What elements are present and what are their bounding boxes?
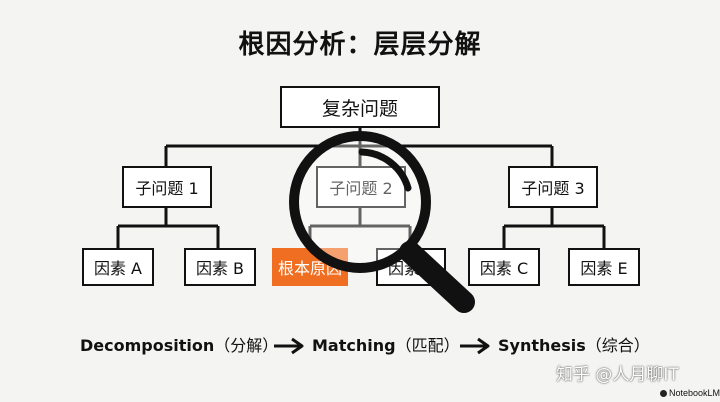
flow-step-synthesis: Synthesis（综合） [498, 334, 650, 358]
notebooklm-label: NotebookLM [669, 388, 720, 398]
flow-step1-cn: （分解） [214, 336, 279, 355]
right-arrow-icon [274, 337, 304, 355]
notebooklm-logo-icon [660, 390, 667, 397]
node-leaf-b: 因素 B [184, 248, 256, 286]
flow-step3-label: Synthesis [498, 336, 586, 355]
right-arrow-icon [460, 337, 490, 355]
flow-step2-cn: （匹配） [395, 336, 460, 355]
flow-step1-label: Decomposition [80, 336, 215, 355]
node-sub3: 子问题 3 [508, 166, 598, 208]
flow-step-matching: Matching（匹配） [312, 334, 460, 358]
node-sub1: 子问题 1 [122, 166, 212, 208]
node-leaf-c: 因素 C [468, 248, 540, 286]
node-sub2: 子问题 2 [316, 166, 406, 208]
node-leaf-a: 因素 A [82, 248, 154, 286]
node-leaf-e: 因素 E [568, 248, 640, 286]
flow-step-decomposition: Decomposition（分解） [80, 334, 278, 358]
page-title: 根因分析：层层分解 [238, 30, 482, 60]
notebooklm-watermark: NotebookLM [660, 388, 720, 398]
flow-step2-label: Matching [312, 336, 396, 355]
flow-step3-cn: （综合） [585, 336, 650, 355]
zhihu-watermark: 知乎 @人月聊IT [556, 365, 679, 385]
node-root: 复杂问题 [280, 86, 440, 128]
